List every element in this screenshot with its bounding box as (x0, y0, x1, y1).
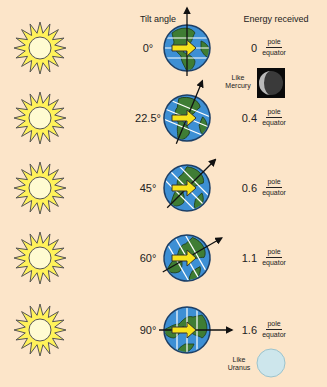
sun-icon (14, 232, 66, 284)
energy-value: 0.4 (242, 112, 257, 124)
column-header: Energy received (243, 15, 308, 25)
space-background (257, 68, 285, 98)
fraction-term: pole (266, 248, 281, 258)
fraction-term: equator (261, 330, 287, 339)
rotation-axis (167, 160, 215, 208)
fraction-term: pole (266, 38, 281, 48)
energy-value: 0.6 (242, 182, 257, 194)
earth-globe (151, 218, 233, 292)
sun-disc (29, 107, 51, 129)
sun-disc (29, 177, 51, 199)
continent (172, 28, 195, 72)
ocean (154, 155, 219, 220)
sun-disc (29, 319, 51, 341)
fraction-term: equator (261, 188, 287, 197)
fraction-term: pole (266, 178, 281, 188)
energy-value: 0 (251, 42, 257, 54)
sun-icon (14, 22, 66, 74)
tilt-value: 0° (143, 42, 154, 54)
sun-rays (14, 232, 66, 284)
ocean (156, 227, 219, 290)
continent (197, 117, 212, 135)
continent (164, 94, 202, 143)
sun-icon (14, 92, 66, 144)
uranus-picture (257, 349, 285, 377)
rotation-axis (163, 238, 222, 272)
sunlight-arrow (172, 322, 196, 338)
tilt-value: 60° (140, 252, 157, 264)
sun-icon (14, 162, 66, 214)
earth-globe (155, 72, 224, 152)
sunlight-arrow (172, 40, 196, 56)
sun-rays (14, 162, 66, 214)
planet-caption: Like Mercury (221, 74, 255, 89)
uranus-disc (257, 349, 285, 377)
sun-rays (14, 22, 66, 74)
mercury-disc (259, 71, 283, 95)
energy-value: 1.6 (242, 324, 257, 336)
sun-icon (14, 304, 66, 356)
sunlight-arrow (172, 250, 196, 266)
fraction-term: pole (266, 320, 281, 330)
ocean (157, 88, 217, 148)
planet-caption: Like Uranus (223, 356, 255, 371)
continent (163, 315, 207, 338)
sun-disc (29, 37, 51, 59)
sunlight-arrow (172, 110, 196, 126)
sunlight-arrow (172, 180, 196, 196)
fraction-term: equator (261, 48, 287, 57)
mercury-lit-side (259, 71, 271, 95)
tilt-value: 90° (140, 324, 157, 336)
tilt-value: 22.5° (135, 112, 161, 124)
latitude-line (166, 109, 208, 127)
continent (178, 344, 194, 353)
sun-disc (29, 247, 51, 269)
fraction-term: equator (261, 258, 287, 267)
fraction-term: pole (266, 108, 281, 118)
sun-rays (14, 92, 66, 144)
continent (186, 267, 204, 283)
continent (201, 41, 210, 57)
earth-globe (151, 143, 232, 224)
mercury-picture (257, 68, 285, 98)
energy-value: 1.1 (242, 252, 257, 264)
sun-rays (14, 304, 66, 356)
tilt-value: 45° (140, 182, 157, 194)
fraction-term: equator (261, 118, 287, 127)
column-header: Tilt angle (140, 15, 176, 25)
earth-globe (159, 307, 232, 353)
